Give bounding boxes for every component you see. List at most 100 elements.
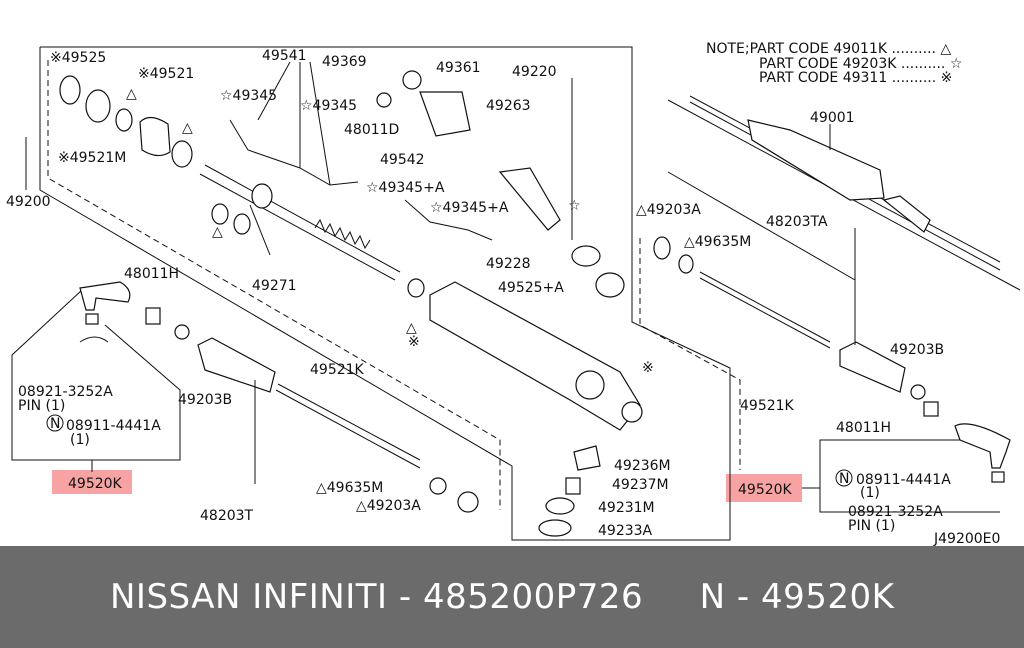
label-49521m: ※49521M <box>58 150 126 166</box>
housing-port <box>575 370 605 400</box>
leader-49541 <box>257 61 291 121</box>
bushing-49521 <box>85 89 111 123</box>
mark-tri-2: △ <box>182 120 193 136</box>
label-49635m-right: △49635M <box>684 234 751 250</box>
pin-left <box>79 336 109 343</box>
pinion-49220 <box>498 167 561 231</box>
inner-rod-right-b <box>699 277 831 349</box>
label-49228: 49228 <box>486 256 531 272</box>
label-pin-left: PIN (1) <box>18 398 65 414</box>
ring-49521 <box>171 140 193 168</box>
label-49345-b: ☆49345 <box>300 98 357 114</box>
mark-tri-1: △ <box>126 86 137 102</box>
ring-49228 <box>571 245 601 267</box>
rack-bushing <box>251 183 273 209</box>
label-08911-right: 08911-4441A <box>856 472 951 488</box>
cap-49231m <box>545 497 575 515</box>
label-49203b-right: 49203B <box>890 342 944 358</box>
label-08921-right: 08921-3252A <box>848 504 943 520</box>
label-pin-right: PIN (1) <box>848 518 895 534</box>
washer <box>115 108 133 132</box>
label-49635m-left: △49635M <box>316 480 383 496</box>
label-49521k-left: 49521K <box>310 362 365 378</box>
part-49236m <box>573 445 601 471</box>
label-48011d: 48011D <box>344 122 399 138</box>
label-49521k-right: 49521K <box>740 398 795 414</box>
boot-48203t <box>197 337 276 393</box>
locknut-49233a <box>538 519 572 537</box>
label-49525: ※49525 <box>50 50 106 66</box>
label-08921-left: 08921-3252A <box>18 384 113 400</box>
housing-port-2 <box>621 401 643 423</box>
seal-housing <box>407 278 425 298</box>
rack-bar-top <box>204 164 401 273</box>
outline-dashed-right <box>639 238 741 470</box>
clamp-49203a-left <box>457 491 479 513</box>
highlight-49520k-left <box>52 470 132 494</box>
seal-49525a <box>595 272 625 298</box>
label-49345-pa-2: ☆49345+A <box>430 200 509 216</box>
mark-tri-3: △ <box>212 224 223 240</box>
mark-star: ☆ <box>568 198 581 214</box>
clamp-49203b-left <box>174 324 190 340</box>
nut-left <box>85 313 99 325</box>
label-49361: 49361 <box>436 60 481 76</box>
outline-main <box>39 46 731 541</box>
label-49001: 49001 <box>810 110 855 126</box>
label-n-right: N <box>839 471 849 487</box>
label-48203t: 48203T <box>200 508 254 524</box>
parts-diagram: NOTE;PART CODE 49011K .......... △ PART … <box>6 41 1021 546</box>
inner-rod-left-b <box>277 383 421 461</box>
label-49220: 49220 <box>512 64 557 80</box>
note-line-2: PART CODE 49203K .......... ☆ <box>759 56 962 72</box>
label-48011h-left: 48011H <box>124 266 179 282</box>
seal-49525 <box>59 75 81 105</box>
bolt-48011d <box>376 92 392 108</box>
bolt-48011h-right <box>923 401 939 417</box>
label-49203b-left: 49203B <box>178 392 232 408</box>
clamp-49203a-right <box>653 236 671 260</box>
label-49345-a: ☆49345 <box>220 88 277 104</box>
right-bracket <box>819 439 1000 513</box>
label-49271: 49271 <box>252 278 297 294</box>
inner-rod-right-a <box>699 271 831 343</box>
tie-rod-end-left <box>79 281 131 311</box>
label-49520k-right[interactable]: 49520K <box>738 482 793 498</box>
nut-right <box>991 471 1005 483</box>
gear-housing <box>429 281 641 431</box>
clip-49635m-left <box>429 477 447 495</box>
label-49237m: 49237M <box>612 477 669 493</box>
label-48203ta: 48203TA <box>766 214 828 230</box>
mark-tri-4: △ <box>406 320 417 336</box>
n-circle-left <box>46 414 64 432</box>
valve-49361 <box>419 91 471 137</box>
label-49203a-left: △49203A <box>356 498 421 514</box>
label-49525-pa: 49525+A <box>498 280 564 296</box>
label-49236m: 49236M <box>614 458 671 474</box>
label-49263: 49263 <box>486 98 531 114</box>
label-49542: 49542 <box>380 152 425 168</box>
clip-49635m-right <box>678 254 694 274</box>
tube-49541 <box>229 119 359 186</box>
tube-49542 <box>404 199 493 241</box>
assembly-49001-housing <box>747 119 885 201</box>
note-line-3: PART CODE 49311 .......... ※ <box>759 70 952 86</box>
label-49203a-right: △49203A <box>636 202 701 218</box>
n-circle-right <box>835 469 853 487</box>
label-qty-left: (1) <box>70 432 90 448</box>
leader-49541c <box>309 61 331 186</box>
oring-1 <box>211 203 229 225</box>
left-bracket <box>11 289 181 461</box>
outline-dashed-main <box>47 60 501 510</box>
bolt-48011h-left <box>145 307 161 325</box>
nut-49369 <box>402 70 422 90</box>
bushing-49521m <box>139 116 171 157</box>
boot-48203ta <box>839 341 906 393</box>
rack-teeth <box>314 218 371 250</box>
footer-banner: NISSAN INFINITI - 485200P726 N - 49520K <box>0 546 1024 648</box>
label-49369: 49369 <box>322 54 367 70</box>
label-49345-pa-1: ☆49345+A <box>366 180 445 196</box>
rack-bar-bottom <box>199 173 396 281</box>
label-49520k-left[interactable]: 49520K <box>68 476 123 492</box>
mark-ast-2: ※ <box>408 334 420 350</box>
